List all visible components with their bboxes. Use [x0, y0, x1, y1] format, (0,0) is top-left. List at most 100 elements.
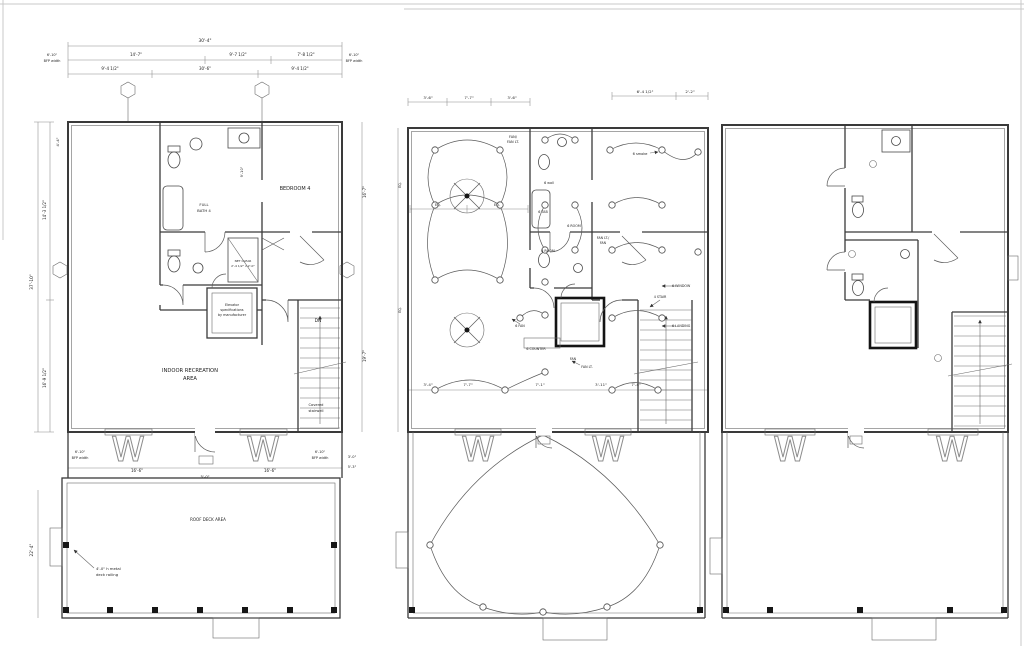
deck-post-icon: [152, 607, 158, 613]
light-fixture-icon: [501, 386, 509, 394]
door-tag: [934, 354, 942, 362]
exterior-wall: [67, 121, 343, 433]
sink-icon: [900, 249, 910, 259]
bath-fixtures: [523, 137, 583, 349]
roof-deck: [49, 432, 343, 639]
deck-post-icon: [197, 607, 203, 613]
annotation-texts: 30'-4"14'-7"9'-7 1/2"7'-8 1/2"9'-4 1/2"3…: [29, 38, 969, 577]
door-swings: [162, 231, 325, 453]
electrical-label: 6 WINDOW: [672, 284, 691, 288]
light-fixture-icon: [571, 201, 579, 209]
dim-label: EQ.: [435, 203, 441, 207]
electrical-label: FAN/: [509, 135, 518, 139]
room-label: FULL: [199, 202, 209, 207]
dim-label: 19'-7": [362, 350, 367, 362]
toilet-icon: [538, 154, 550, 170]
light-fixture-icon: [658, 314, 666, 322]
electrical-label: 6 COUNTER: [526, 347, 546, 351]
dim-label: EQ.: [398, 307, 402, 313]
electrical-label: 6 LANDING: [672, 324, 691, 328]
note-label: stairwell: [308, 409, 323, 413]
grid-bubbles: [52, 81, 355, 279]
window-sill: [927, 428, 979, 436]
dim-label: 7'-7": [463, 382, 472, 387]
sink-icon: [192, 262, 204, 274]
dim-label: 5'-3": [348, 465, 357, 469]
ceiling-fan-icon: [464, 193, 470, 199]
deck-post-icon: [331, 542, 337, 548]
door-swings: [826, 167, 959, 449]
deck-post-icon: [287, 607, 293, 613]
light-fixture-icon: [496, 146, 504, 154]
dim-label: 6'-4 1/2": [637, 89, 654, 94]
door-opening: [536, 428, 552, 436]
deck-bump: [709, 537, 723, 575]
dim-label: EQ.: [398, 182, 402, 188]
tub-icon: [531, 189, 551, 229]
elevator-shaft: [554, 296, 606, 348]
light-fixture-icon: [541, 201, 549, 209]
wall-bump: [1007, 255, 1019, 281]
light-fixture-icon: [658, 201, 666, 209]
windows-and-door: [764, 428, 979, 445]
dim-label: 22'-4": [29, 544, 35, 557]
deck-railing-inner: [66, 482, 336, 614]
deck-post-icon: [723, 607, 729, 613]
light-fixture-icon: [603, 603, 611, 611]
toilet-icon: [851, 273, 864, 281]
light-fixture-icon: [541, 311, 549, 319]
stair-break-line: [633, 361, 699, 375]
light-fixture-icon: [694, 148, 702, 156]
note-label: specifications: [220, 308, 243, 312]
window-symbol: W: [591, 430, 625, 470]
light-fixture-icon: [541, 136, 549, 144]
interior-walls: [529, 128, 708, 432]
light-fixture-icon: [608, 201, 616, 209]
light-fixture-icon: [516, 314, 524, 322]
interior-walls: [159, 122, 342, 432]
dim-label: 14'-7": [130, 52, 142, 57]
elevator-shaft: [868, 300, 918, 350]
stairs: [947, 315, 1013, 427]
toilet-icon: [852, 202, 864, 218]
deck-landing: [871, 617, 937, 641]
window-symbol: W: [461, 430, 495, 470]
counter-icon: [523, 337, 561, 349]
sink-icon: [891, 136, 901, 146]
room-label: BATH 4: [197, 208, 211, 213]
deck-landing: [212, 617, 260, 639]
door-step: [198, 455, 214, 465]
light-fixture-icon: [658, 246, 666, 254]
dim-label: 7'-8 1/2": [297, 52, 314, 57]
electrical-label: 6 TAB: [538, 210, 548, 214]
dim-label: 3'-11": [595, 382, 607, 387]
note-label: NET CLEAR: [235, 259, 252, 263]
dim-label: 6'-10": [349, 53, 360, 57]
electrical-label: 6 wall: [544, 181, 554, 185]
light-fixture-icon: [541, 278, 549, 286]
dim-label: 3'-4": [423, 382, 432, 387]
window-sill: [104, 428, 153, 436]
light-fixture-icon: [656, 541, 664, 549]
dim-label: 3'-6": [507, 95, 516, 100]
note-leader: [73, 549, 95, 569]
door-swings: [533, 231, 647, 449]
deck-post-icon: [242, 607, 248, 613]
light-fixture-icon: [541, 246, 549, 254]
light-fixture-icon: [431, 386, 439, 394]
window-symbol: W: [111, 430, 145, 470]
door-opening: [848, 428, 864, 436]
deck-post-icon: [331, 607, 337, 613]
dim-label: 16'-6": [264, 468, 276, 473]
elevator-cab: [874, 306, 912, 344]
dimension-lines: [397, 92, 709, 432]
light-fixture-icon: [496, 201, 504, 209]
electrical-label: 6 ROOM: [567, 224, 581, 228]
light-fixture-icon: [608, 246, 616, 254]
dim-label: BFP width: [72, 456, 89, 460]
light-fixture-icon: [479, 603, 487, 611]
door-tag: [869, 160, 877, 168]
light-fixture-icon: [694, 248, 702, 256]
dim-label: 14'-3 1/2": [42, 200, 47, 220]
toilet-icon: [852, 280, 864, 296]
